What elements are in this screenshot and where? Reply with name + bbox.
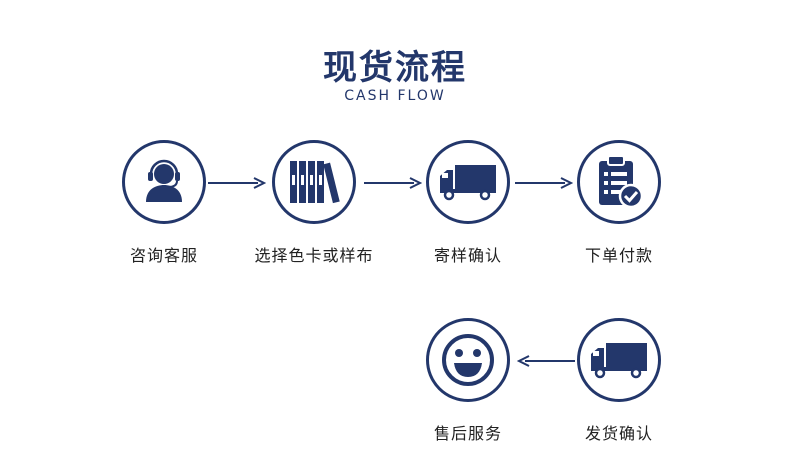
truck-icon (437, 162, 499, 202)
step-circle (426, 140, 510, 224)
step-label: 寄样确认 (433, 246, 502, 265)
arrow-right-icon (364, 177, 422, 189)
step-circle (577, 318, 661, 402)
step-label: 售后服务 (433, 424, 502, 443)
step-circle (577, 140, 661, 224)
binders-icon (286, 157, 342, 207)
page-subtitle: CASH FLOW (344, 88, 446, 104)
step-consult: 咨询客服 (84, 140, 244, 266)
step-after-sales: 售后服务 (388, 318, 548, 444)
clipboard-check-icon (593, 154, 645, 210)
smiley-face-icon (440, 332, 496, 388)
customer-service-icon (136, 154, 192, 210)
arrow-left-icon (517, 355, 575, 367)
step-label: 发货确认 (584, 424, 653, 443)
step-shipping-confirm: 发货确认 (539, 318, 699, 444)
step-circle (122, 140, 206, 224)
step-circle (272, 140, 356, 224)
step-label: 下单付款 (584, 246, 653, 265)
truck-icon (588, 340, 650, 380)
step-order-pay: 下单付款 (539, 140, 699, 266)
arrow-right-icon (208, 177, 266, 189)
step-label: 咨询客服 (129, 246, 198, 265)
step-label: 选择色卡或样布 (254, 246, 374, 265)
step-sample-confirm: 寄样确认 (388, 140, 548, 266)
step-circle (426, 318, 510, 402)
arrow-right-icon (515, 177, 573, 189)
page-title: 现货流程 (323, 48, 467, 88)
step-select-swatch: 选择色卡或样布 (234, 140, 394, 266)
